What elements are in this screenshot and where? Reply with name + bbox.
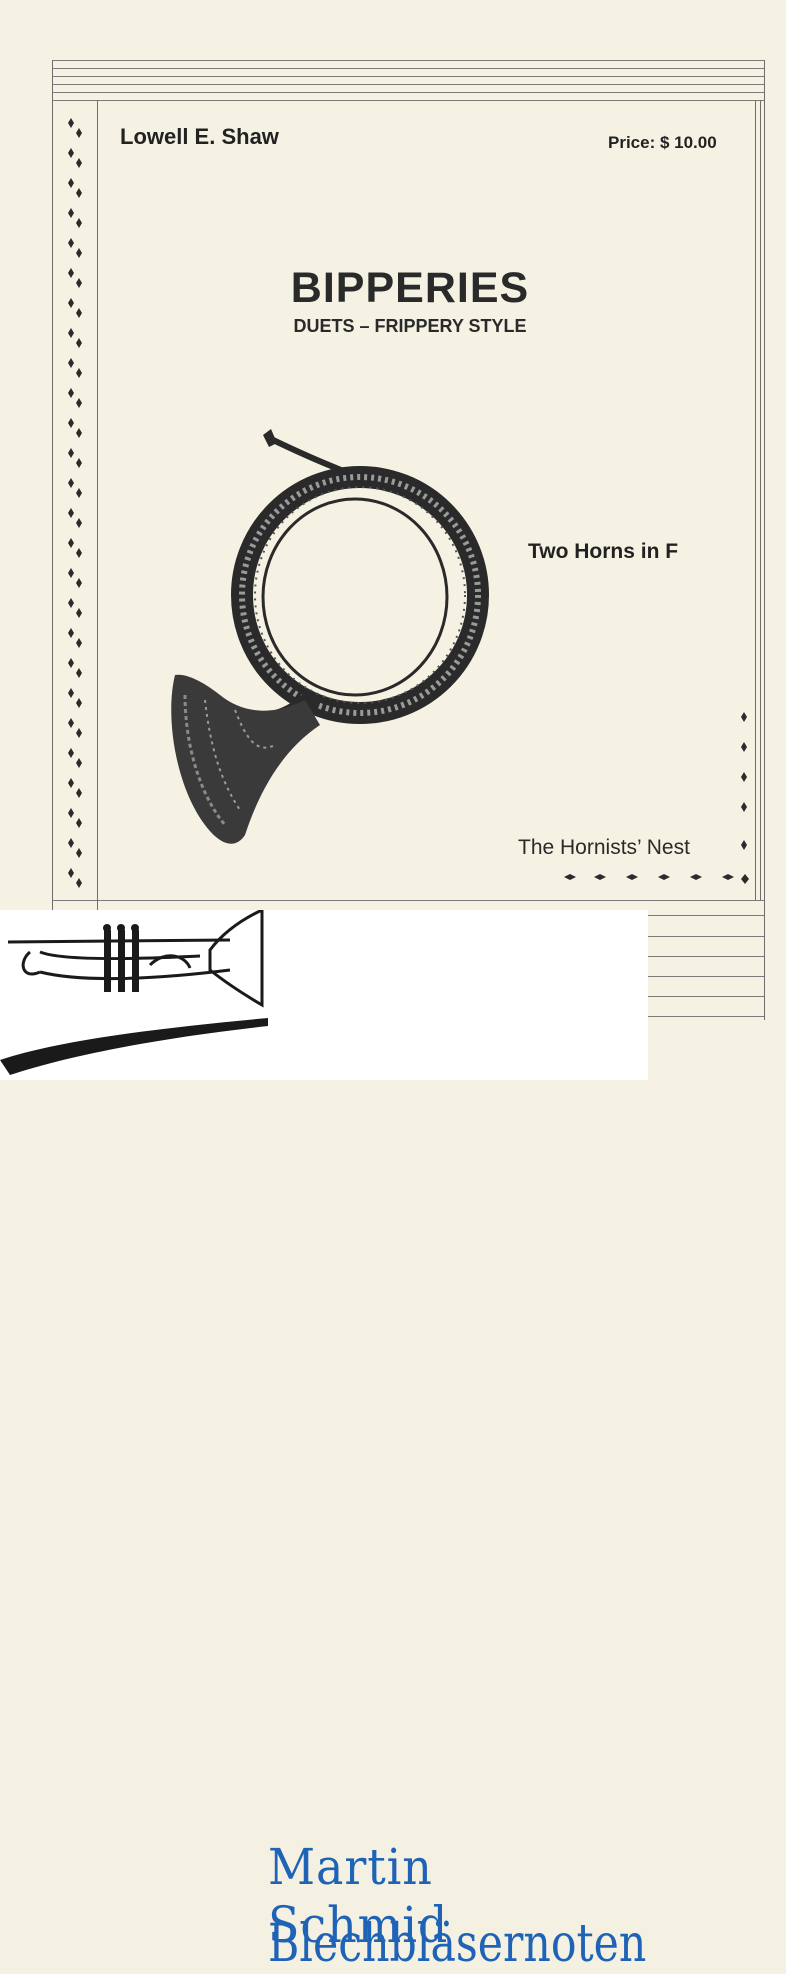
border-left-inner: [97, 100, 98, 910]
diamond-icon: [68, 718, 74, 728]
diamond-icon: [76, 128, 82, 138]
diamond-icon: [68, 508, 74, 518]
diamond-icon: [594, 874, 606, 880]
diamond-icon: [68, 538, 74, 548]
diamond-icon: [76, 248, 82, 258]
diamond-icon: [68, 868, 74, 878]
diamond-icon: [68, 388, 74, 398]
diamond-icon: [68, 808, 74, 818]
diamond-icon: [76, 698, 82, 708]
diamond-icon: [76, 668, 82, 678]
score-cover: Lowell E. Shaw Price: $ 10.00 BIPPERIES …: [0, 60, 765, 1974]
page-title: BIPPERIES: [290, 264, 530, 312]
diamond-icon: [76, 458, 82, 468]
instrumentation: Two Horns in F: [528, 540, 679, 563]
diamond-icon: [76, 278, 82, 288]
staff-line-top: [52, 68, 764, 69]
diamond-icon: [658, 874, 670, 880]
brand-tagline: Blechbläsernoten: [268, 1914, 647, 1974]
page-subtitle: DUETS – FRIPPERY STYLE: [293, 316, 527, 336]
diamond-icon: [68, 208, 74, 218]
diamond-icon: [76, 428, 82, 438]
diamond-icon: [68, 418, 74, 428]
diamond-icon: [68, 478, 74, 488]
diamond-icon: [68, 118, 74, 128]
border-right-inner: [755, 100, 756, 900]
diamond-icon: [68, 838, 74, 848]
diamond-icon: [68, 238, 74, 248]
diamond-icon: [68, 748, 74, 758]
diamond-icon: [741, 742, 747, 752]
staff-line-top: [52, 100, 764, 101]
diamond-icon: [76, 308, 82, 318]
author-name: Lowell E. Shaw: [120, 124, 279, 149]
diamond-icon: [68, 448, 74, 458]
diamond-icon: [690, 874, 702, 880]
diamond-icon: [68, 778, 74, 788]
diamond-icon: [68, 298, 74, 308]
diamond-icon: [68, 688, 74, 698]
diamond-icon: [76, 218, 82, 228]
diamond-icon: [626, 874, 638, 880]
diamond-icon: [76, 578, 82, 588]
diamond-icon: [76, 608, 82, 618]
staff-line-top: [52, 84, 764, 85]
staff-line-bottom: [52, 900, 764, 901]
diamond-icon: [68, 628, 74, 638]
publisher-name: The Hornists’ Nest: [518, 836, 690, 859]
diamond-icon: [68, 598, 74, 608]
diamond-icon: [76, 848, 82, 858]
diamond-icon: [76, 878, 82, 888]
diamond-icon: [68, 268, 74, 278]
diamond-icon: [68, 658, 74, 668]
diamond-icon: [76, 758, 82, 768]
diamond-icon: [76, 818, 82, 828]
diamond-icon: [741, 840, 747, 850]
diamond-icon: [564, 874, 576, 880]
border-right: [764, 60, 765, 1020]
trumpet-icon: [0, 910, 268, 1075]
diamond-icon: [76, 398, 82, 408]
price-label: Price: $ 10.00: [608, 133, 717, 152]
staff-line-top: [52, 76, 764, 77]
diamond-icon: [741, 802, 747, 812]
brand-banner: Martin Schmid Blechbläsernoten: [0, 910, 648, 1974]
diamond-icon: [76, 518, 82, 528]
diamond-icon: [68, 178, 74, 188]
diamond-icon: [68, 148, 74, 158]
staff-line-top: [52, 60, 764, 61]
diamond-icon: [68, 328, 74, 338]
diamond-icon: [76, 488, 82, 498]
diamond-icon: [68, 358, 74, 368]
french-horn-icon: [171, 429, 489, 844]
staff-line-top: [52, 92, 764, 93]
diamond-icon: [741, 712, 747, 722]
diamond-icon: [76, 638, 82, 648]
border-left: [52, 60, 53, 920]
diamond-icon: [722, 874, 734, 880]
diamond-icon: [76, 548, 82, 558]
border-right-inner: [760, 100, 761, 900]
diamond-icon: [76, 158, 82, 168]
diamond-icon: [76, 728, 82, 738]
diamond-icon: [76, 788, 82, 798]
diamond-icon: [68, 568, 74, 578]
diamond-icon: [741, 772, 747, 782]
diamond-icon: [76, 188, 82, 198]
diamond-icon: [76, 368, 82, 378]
diamond-icon: [76, 338, 82, 348]
diamond-icon: [741, 874, 749, 884]
